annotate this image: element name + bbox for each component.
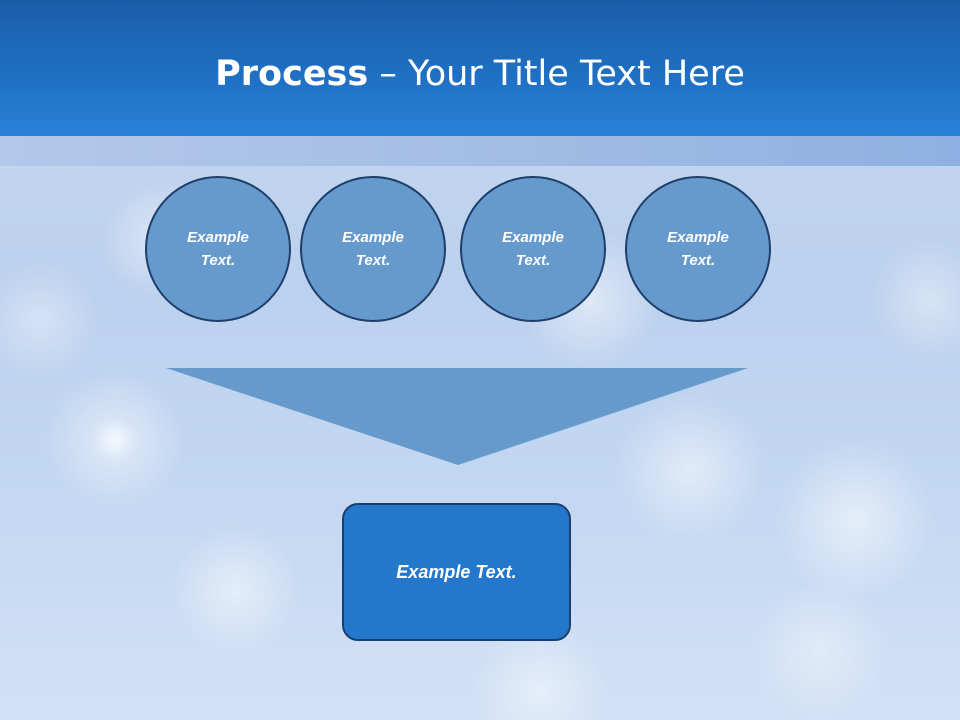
funnel-arrow [166,368,748,465]
input-circle-3: Example Text. [460,176,606,322]
result-box: Example Text. [342,503,571,641]
input-circle-1-label: Example Text. [187,229,249,269]
title-strong: Process [215,54,369,94]
input-circle-1: Example Text. [145,176,291,322]
slide-title: Process – Your Title Text Here [0,52,960,96]
input-circle-2-label: Example Text. [342,229,404,269]
input-circle-3-label: Example Text. [502,229,564,269]
input-circle-2: Example Text. [300,176,446,322]
title-bar [0,0,960,136]
input-circle-4-label: Example Text. [667,229,729,269]
input-circle-4: Example Text. [625,176,771,322]
title-underline-band [0,136,960,166]
result-box-label: Example Text. [396,561,517,582]
title-rest: – Your Title Text Here [368,54,745,94]
